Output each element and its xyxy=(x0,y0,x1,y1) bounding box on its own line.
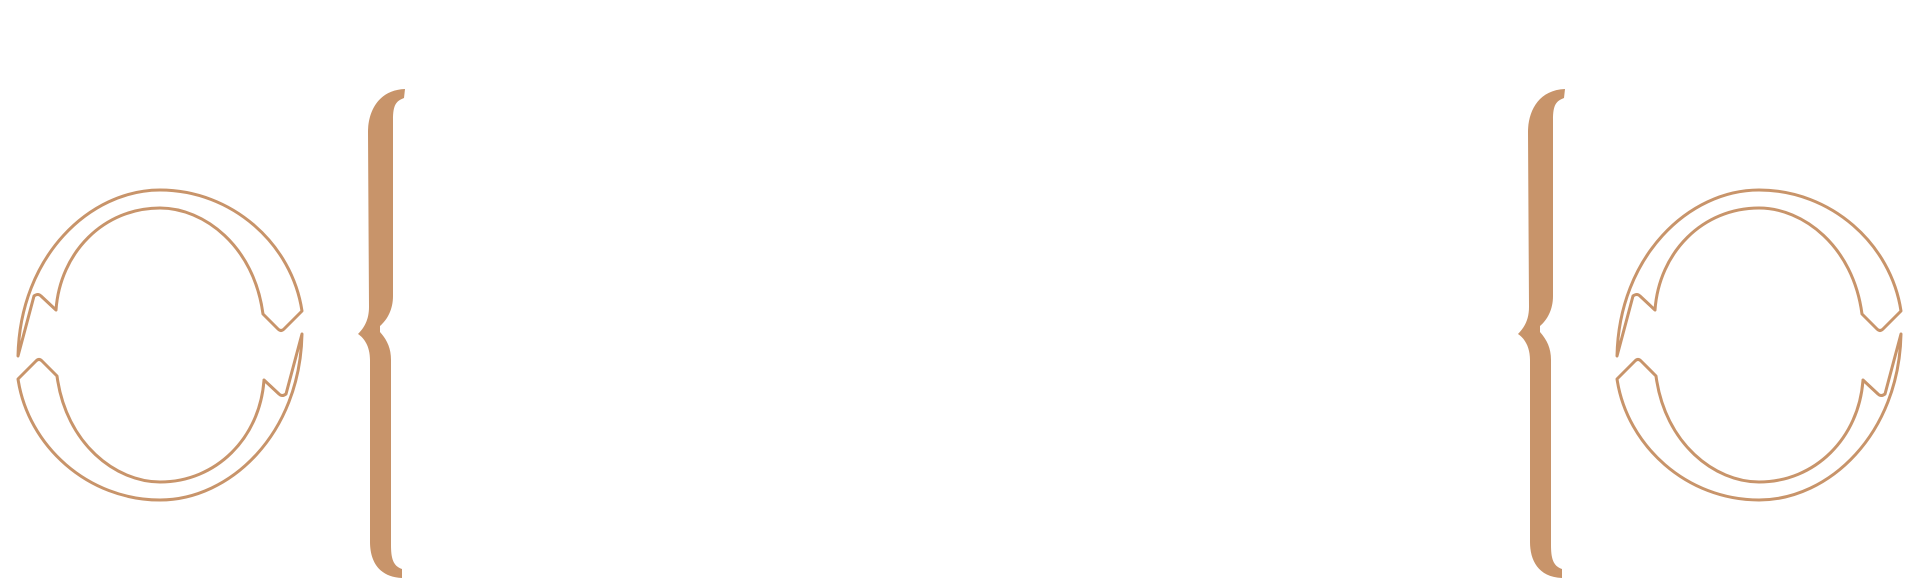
right-brace-ornament xyxy=(1518,89,1565,578)
right-refresh-icon xyxy=(1615,188,1903,502)
left-brace-ornament xyxy=(358,89,405,578)
left-refresh-icon xyxy=(16,188,304,502)
